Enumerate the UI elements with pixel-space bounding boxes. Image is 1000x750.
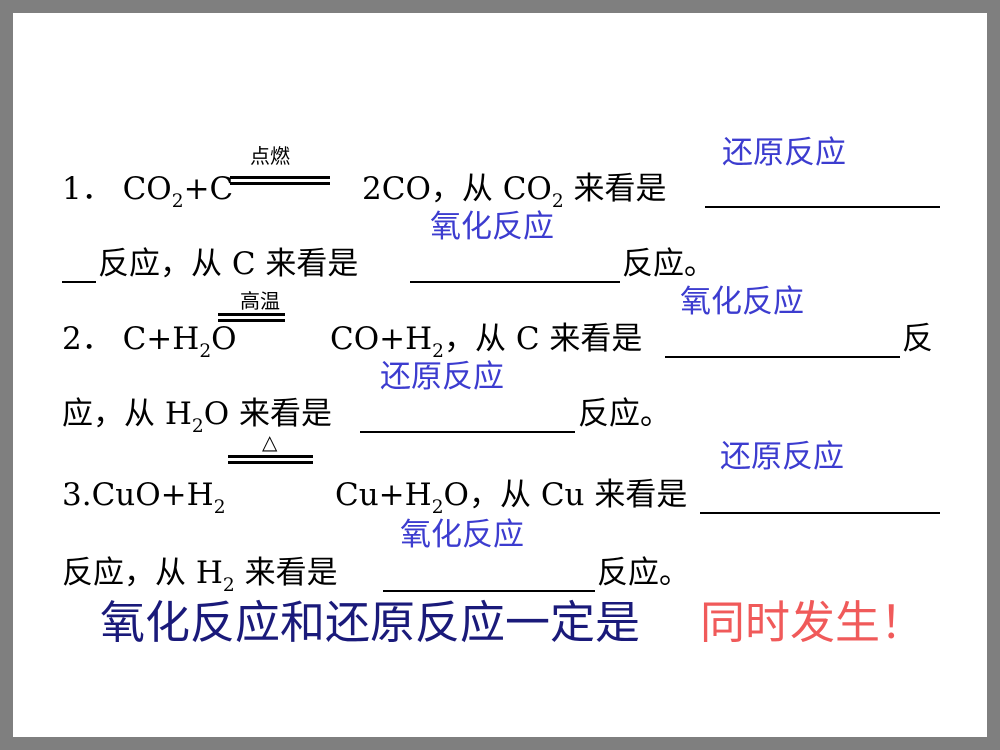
q1-answer-1: 还原反应 bbox=[722, 135, 846, 171]
q3-equals-sign bbox=[228, 455, 313, 464]
q3-equation: 3.CuO+H2 bbox=[62, 477, 226, 518]
q1-line2: 反应，从 C 来看是 bbox=[98, 246, 359, 282]
q2-condition: 高温 bbox=[240, 289, 280, 313]
q1-condition: 点燃 bbox=[250, 144, 290, 168]
q3-condition-heat: △ bbox=[262, 430, 278, 454]
q3-answer-1: 还原反应 bbox=[720, 439, 844, 475]
q2-equation: 2． C+H2O bbox=[62, 321, 237, 362]
q3-line2: 反应，从 H2 来看是 bbox=[62, 555, 338, 596]
conclusion-part-2: 同时发生！ bbox=[700, 596, 926, 649]
q3-end: 反应。 bbox=[597, 555, 690, 591]
q2-equals-sign bbox=[218, 313, 285, 322]
q3-blank-1[interactable] bbox=[700, 512, 940, 514]
q1-end: 反应。 bbox=[622, 246, 715, 282]
q1-products: 2CO，从 CO2 来看是 bbox=[362, 171, 667, 212]
q2-products: CO+H2，从 C 来看是 bbox=[330, 321, 643, 362]
q2-blank-1[interactable] bbox=[665, 356, 900, 358]
slide bbox=[13, 13, 987, 737]
q1-blank-2[interactable] bbox=[410, 281, 620, 283]
q2-answer-1: 氧化反应 bbox=[680, 284, 804, 320]
q2-end: 反应。 bbox=[578, 396, 671, 432]
q3-blank-2[interactable] bbox=[383, 590, 595, 592]
q2-answer-2: 还原反应 bbox=[380, 359, 504, 395]
q2-tail: 反 bbox=[902, 321, 933, 357]
q3-answer-2: 氧化反应 bbox=[400, 517, 524, 553]
q1-answer-2: 氧化反应 bbox=[430, 209, 554, 245]
q1-blank-1-cont[interactable] bbox=[62, 281, 96, 283]
conclusion-part-1: 氧化反应和还原反应一定是 bbox=[100, 596, 641, 649]
q1-blank-1[interactable] bbox=[705, 206, 940, 208]
q1-equation: 1． CO2+C bbox=[62, 171, 234, 212]
q2-blank-2[interactable] bbox=[360, 431, 575, 433]
q1-equals-sign bbox=[230, 176, 330, 185]
q3-products: Cu+H2O，从 Cu 来看是 bbox=[335, 477, 688, 518]
q2-line2: 应，从 H2O 来看是 bbox=[62, 396, 333, 437]
